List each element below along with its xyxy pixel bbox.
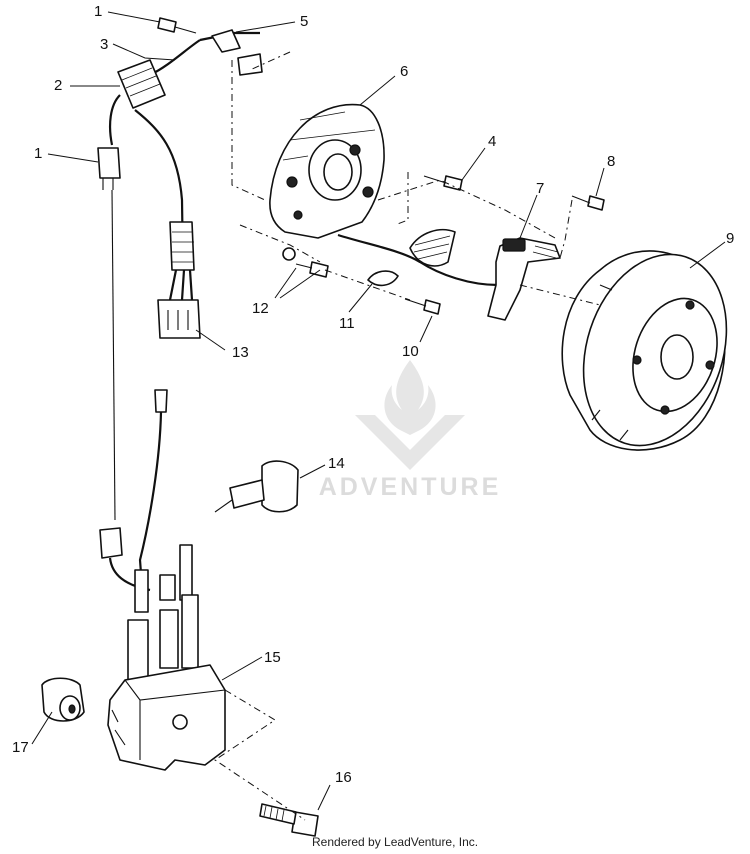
- screw-10: [404, 298, 441, 315]
- callout-7: 7: [536, 180, 544, 197]
- spark-plug-boot-part: [179, 460, 299, 601]
- connector-13-part: [157, 299, 201, 339]
- terminal-cap-part: [41, 677, 85, 722]
- bolt-16: [259, 803, 319, 837]
- leader-lines: [31, 11, 726, 811]
- alignment-lines: [214, 51, 601, 821]
- ignition-wiring-part: [99, 389, 168, 601]
- callout-5: 5: [300, 13, 308, 30]
- callout-9: 9: [726, 230, 734, 247]
- callout-16: 16: [335, 769, 352, 786]
- footer-credit: Rendered by LeadVenture, Inc.: [312, 835, 479, 849]
- callout-15: 15: [264, 649, 281, 666]
- callout-12: 12: [252, 300, 269, 317]
- stator-plate-part: [269, 103, 385, 239]
- callout-4-upper: 1: [94, 3, 102, 20]
- screw-8: [571, 195, 605, 211]
- callout-3: 3: [100, 36, 108, 53]
- screw-12: [282, 247, 329, 278]
- callout-17: 17: [12, 739, 29, 756]
- callout-labels: 1 3 2 1 5 6 4 8 7 9 12 11 10 13 14 15 17…: [12, 3, 734, 786]
- grommet-part: [367, 270, 399, 287]
- connector-1-part: [97, 147, 121, 190]
- callout-14: 14: [328, 455, 345, 472]
- screw-4-upper: [157, 17, 197, 34]
- callout-1: 1: [34, 145, 42, 162]
- voltage-regulator-part: [117, 59, 166, 109]
- callout-11: 11: [339, 315, 355, 332]
- charging-coil-part: [337, 228, 499, 287]
- pickup-bracket-part: [487, 237, 561, 321]
- harness-clip-part: [211, 29, 263, 76]
- callout-6: 6: [400, 63, 408, 80]
- callout-2: 2: [54, 77, 62, 94]
- callout-13: 13: [232, 344, 249, 361]
- callout-8: 8: [607, 153, 615, 170]
- flywheel-part: [561, 250, 728, 451]
- callout-10: 10: [402, 343, 419, 360]
- callout-4-right: 4: [488, 133, 496, 150]
- ignition-coil-part: [107, 569, 226, 771]
